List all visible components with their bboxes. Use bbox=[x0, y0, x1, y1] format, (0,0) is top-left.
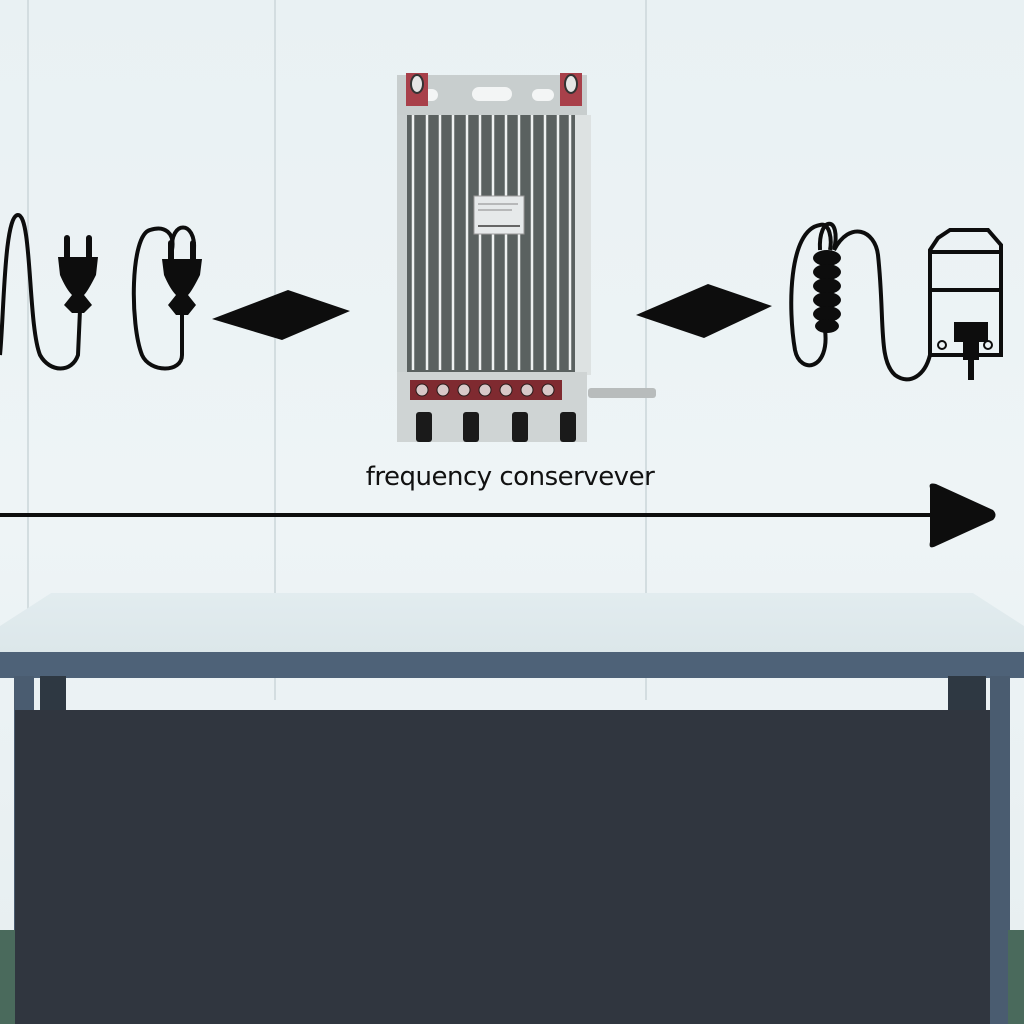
table-leg bbox=[40, 676, 66, 710]
flow-direction-arrow bbox=[0, 483, 996, 548]
table-leg bbox=[990, 676, 1010, 1024]
load-device-icon bbox=[928, 228, 1003, 380]
nameplate-label bbox=[473, 195, 525, 235]
cable-gland bbox=[512, 412, 528, 442]
table-leg bbox=[948, 676, 986, 710]
terminal-screw bbox=[520, 383, 534, 397]
heatsink-fins bbox=[411, 115, 572, 370]
caption-label: frequency conservever bbox=[365, 462, 655, 492]
terminal-screw bbox=[415, 383, 429, 397]
floor bbox=[0, 930, 15, 1024]
terminal-screw bbox=[436, 383, 450, 397]
frequency-converter-device bbox=[397, 73, 656, 442]
power-cord-plug-icon bbox=[0, 212, 98, 371]
wall-seam bbox=[274, 0, 276, 700]
cable-gland bbox=[416, 412, 432, 442]
output-symbols bbox=[636, 221, 1003, 382]
diamond-arrow-icon bbox=[212, 290, 350, 340]
table-edge bbox=[0, 652, 1024, 678]
side-fitting bbox=[588, 388, 656, 398]
wall-seam bbox=[645, 0, 647, 700]
terminal-screw bbox=[499, 383, 513, 397]
diamond-arrow-icon bbox=[636, 284, 772, 338]
cable-gland bbox=[560, 412, 576, 442]
ribbed-connector-icon bbox=[789, 221, 932, 382]
table-top bbox=[0, 593, 1024, 653]
terminal-screw bbox=[541, 383, 555, 397]
cable-gland bbox=[463, 412, 479, 442]
terminal-screw bbox=[478, 383, 492, 397]
wall-seam bbox=[27, 0, 29, 700]
input-symbols bbox=[0, 212, 350, 371]
right-arrow-icon bbox=[929, 483, 996, 548]
floor bbox=[1008, 930, 1024, 1024]
power-cord-plug-icon bbox=[131, 225, 202, 371]
table-modesty-panel bbox=[15, 710, 990, 1024]
terminal-screw bbox=[457, 383, 471, 397]
